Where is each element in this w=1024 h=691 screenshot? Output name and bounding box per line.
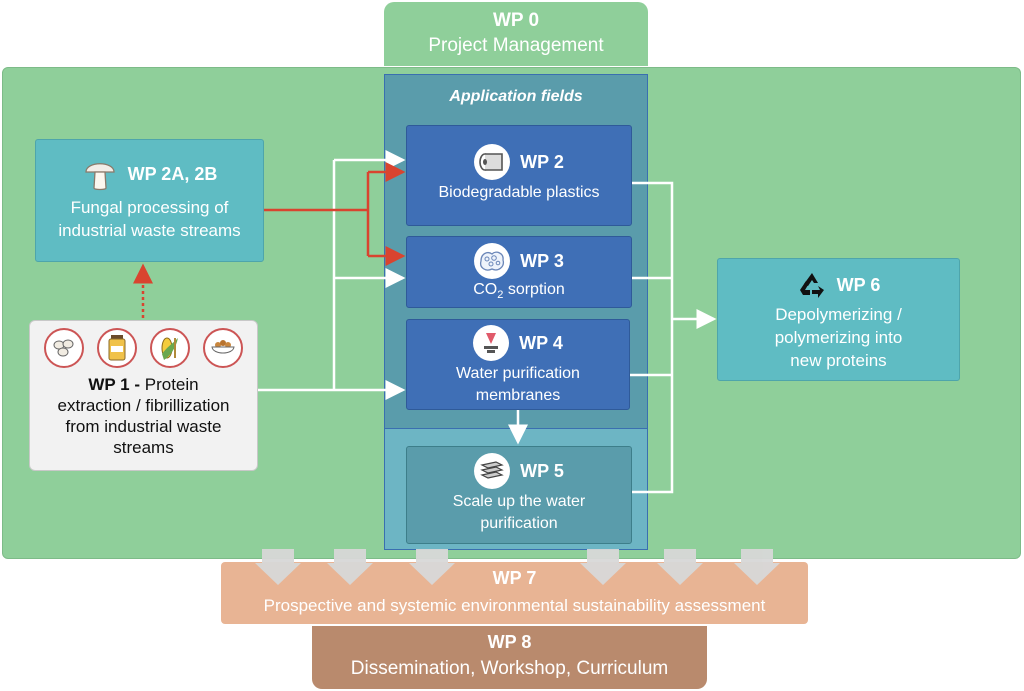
wp1-box: WP 1 - Protein extraction / fibrillizati… xyxy=(29,320,258,471)
wp5-title: WP 5 xyxy=(520,460,564,481)
down-arrow-6 xyxy=(734,549,780,585)
wp2-title: WP 2 xyxy=(520,151,564,172)
down-arrows-group xyxy=(255,549,780,585)
water-drop-icon xyxy=(473,325,510,361)
grain-corn-icon xyxy=(149,328,190,368)
wp2-subtitle: Biodegradable plastics xyxy=(438,184,600,201)
beans-icon xyxy=(44,328,85,368)
right-collector-connector xyxy=(632,181,674,494)
whey-jar-icon xyxy=(97,328,138,368)
food-bowl-icon xyxy=(202,328,243,368)
down-arrow-5 xyxy=(657,549,703,585)
wp1-icon-row xyxy=(30,321,257,368)
down-arrow-2 xyxy=(327,549,373,585)
wp6-subtitle-line1: Depolymerizing / xyxy=(775,305,902,324)
wp1-text: WP 1 - Protein extraction / fibrillizati… xyxy=(30,368,257,458)
wp8-title: WP 8 xyxy=(487,632,532,652)
wp5-box: WP 5 Scale up the water purification xyxy=(406,446,632,544)
wp4-title: WP 4 xyxy=(519,332,563,353)
wp4-box: WP 4 Water purification membranes xyxy=(406,319,630,410)
wp2ab-title: WP 2A, 2B xyxy=(127,163,218,184)
wp6-title: WP 6 xyxy=(836,274,881,295)
wp1-text-line4: streams xyxy=(113,438,174,457)
wp2ab-subtitle-line1: Fungal processing of xyxy=(70,198,229,217)
wp3-subtitle: CO2 sorption xyxy=(473,281,565,302)
wp5-subtitle-line2: purification xyxy=(480,515,558,532)
plastic-roll-icon xyxy=(474,144,511,180)
wp4-subtitle-line2: membranes xyxy=(475,387,561,404)
wp7-box: WP 7 Prospective and systemic environmen… xyxy=(221,562,808,624)
wp6-box: WP 6 Depolymerizing / polymerizing into … xyxy=(717,258,960,381)
wp1-text-line2: extraction / fibrillization xyxy=(57,396,230,415)
wp8-box: WP 8 Dissemination, Workshop, Curriculum xyxy=(312,626,707,689)
wp2ab-subtitle-line2: industrial waste streams xyxy=(58,221,241,240)
wp8-subtitle: Dissemination, Workshop, Curriculum xyxy=(350,658,669,679)
wp4-subtitle-line1: Water purification xyxy=(456,365,580,382)
wp1-text-line1: Protein xyxy=(140,375,199,394)
wp1-title: WP 1 - xyxy=(88,375,141,394)
application-fields-title: Application fields xyxy=(449,88,583,105)
wp0-title: WP 0 xyxy=(492,10,540,31)
wp6-subtitle-line2: polymerizing into xyxy=(774,328,903,347)
membrane-stack-icon xyxy=(474,453,511,489)
wp1-text-line3: from industrial waste xyxy=(65,417,222,436)
wp0-subtitle: Project Management xyxy=(428,35,604,56)
sponge-icon xyxy=(474,243,511,279)
wp7-title: WP 7 xyxy=(492,568,537,588)
wp3-title: WP 3 xyxy=(520,250,564,271)
down-arrow-1 xyxy=(255,549,301,585)
wp3-box: WP 3 CO2 sorption xyxy=(406,236,632,308)
down-arrow-3 xyxy=(409,549,455,585)
mushroom-icon xyxy=(82,156,118,192)
recycle-icon xyxy=(797,271,827,299)
wp5-subtitle-line1: Scale up the water xyxy=(452,493,586,510)
wp7-subtitle: Prospective and systemic environmental s… xyxy=(263,596,766,615)
down-arrow-4 xyxy=(580,549,626,585)
wp2-box: WP 2 Biodegradable plastics xyxy=(406,125,632,226)
wp2ab-box: WP 2A, 2B Fungal processing of industria… xyxy=(35,139,264,262)
wp0-box: WP 0 Project Management xyxy=(384,2,648,66)
wp6-subtitle-line3: new proteins xyxy=(790,351,887,370)
